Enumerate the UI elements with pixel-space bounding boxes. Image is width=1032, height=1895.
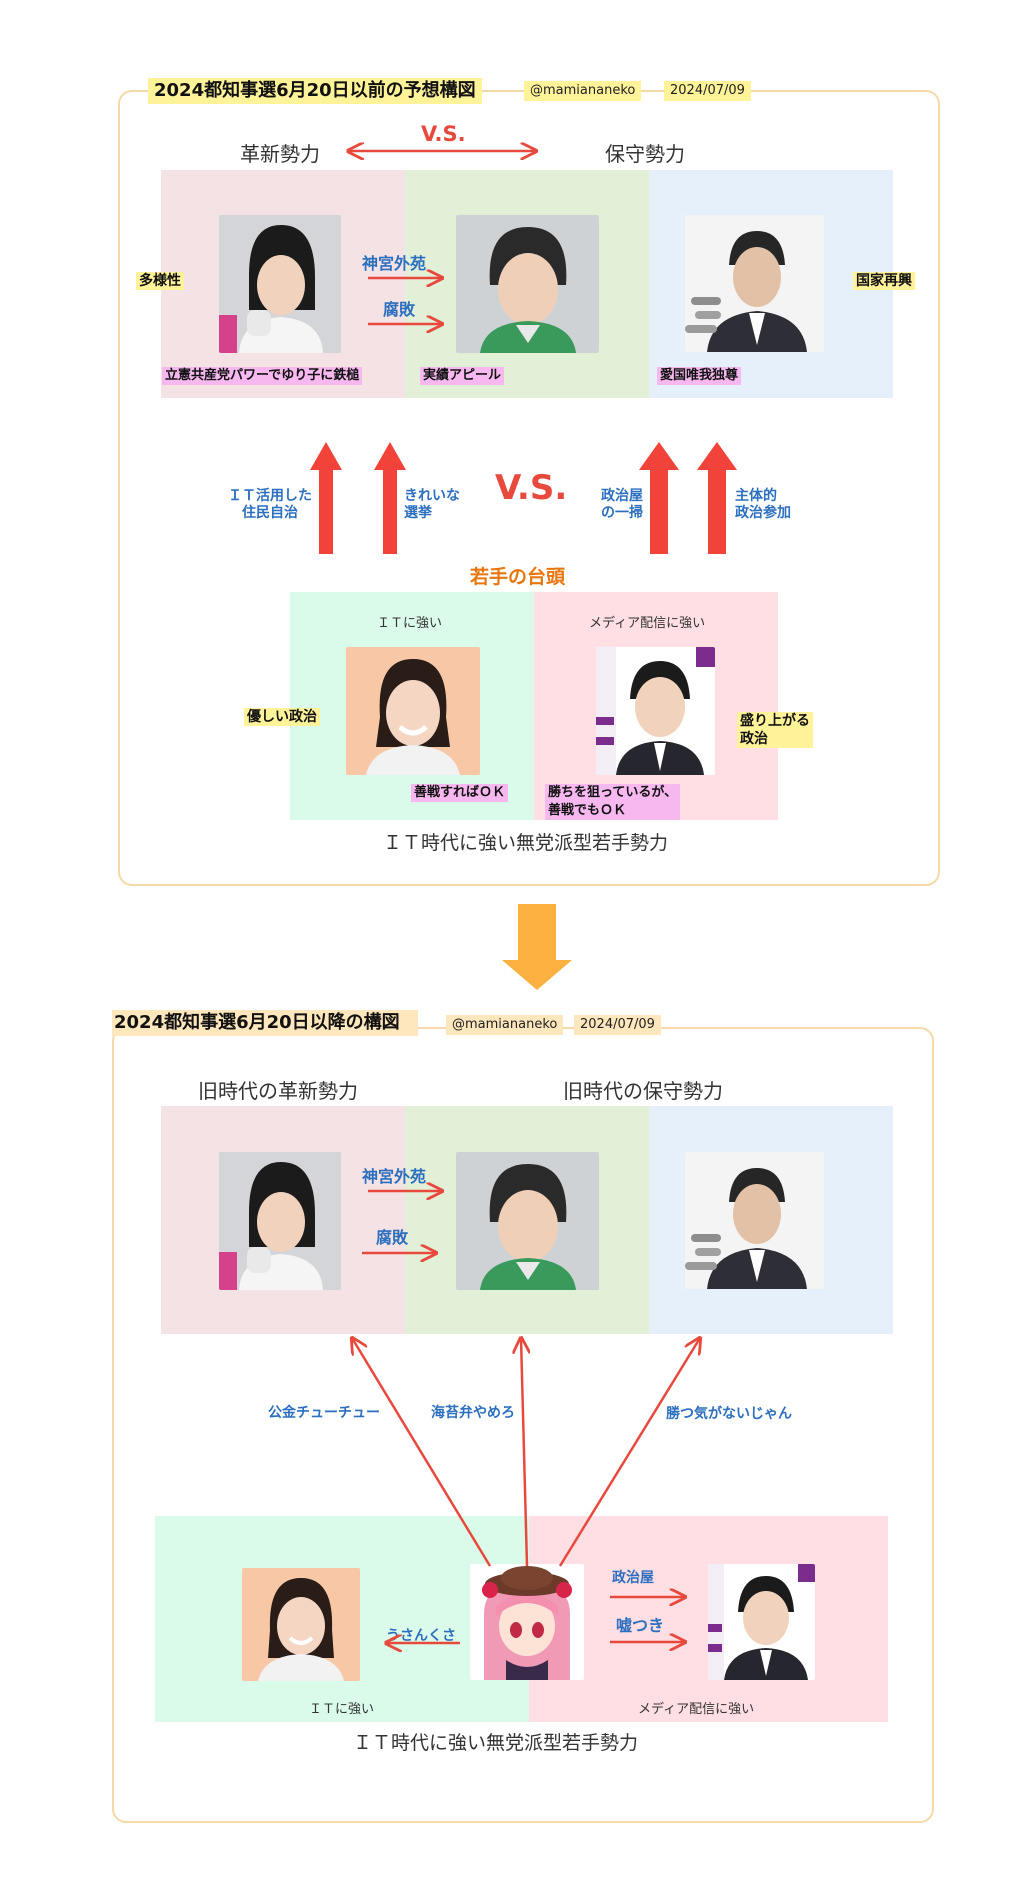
- bottom-right-header: 旧時代の保守勢力: [563, 1079, 723, 1103]
- top-title: 2024都知事選6月20日以前の予想構図: [148, 78, 482, 104]
- top-footer: ＩＴ時代に強い無党派型若手勢力: [383, 832, 669, 854]
- up-arrow-2: [374, 442, 406, 554]
- youth-caption-right: 勝ちを狙っているが、 善戦でもＯＫ: [545, 784, 681, 820]
- top-right-header: 保守勢力: [605, 142, 685, 166]
- top-up-label-2: きれいな 選挙: [404, 488, 460, 521]
- youth-caption-left: 善戦すればＯＫ: [411, 784, 509, 802]
- up-arrow-1: [310, 442, 342, 554]
- top-handle: @mamiananeko: [524, 81, 642, 101]
- attack-label-3: 勝つ気がないじゃん: [666, 1406, 792, 1422]
- youth-side-left-label: 優しい政治: [244, 708, 320, 726]
- usotsuki-label: 嘘つき: [616, 1616, 665, 1635]
- youth-title: 若手の台頭: [470, 566, 566, 588]
- top-photo-left: [219, 215, 341, 353]
- top-caption-center: 実績アピール: [420, 367, 505, 385]
- bottom-date: 2024/07/09: [574, 1015, 661, 1035]
- bottom-photo-left: [219, 1152, 341, 1290]
- up-arrow-4: [697, 442, 737, 554]
- bottom-arrow-label-fuhai: 腐敗: [376, 1228, 409, 1247]
- top-photo-right: [685, 215, 824, 352]
- youth-side-right-label: 盛り上がる 政治: [737, 712, 813, 748]
- top-up-label-4: 主体的 政治参加: [735, 488, 791, 521]
- top-side-right-label: 国家再興: [853, 272, 915, 290]
- top-side-left-label: 多様性: [136, 272, 184, 290]
- bottom-photo-right: [685, 1152, 824, 1289]
- attack-label-1: 公金チューチュー: [268, 1405, 380, 1421]
- top-it-strong-label: ＩＴに強い: [377, 616, 443, 631]
- top-vs-label: V.S.: [421, 122, 466, 146]
- attack-arrow-left: [352, 1338, 492, 1567]
- top-photo-center: [456, 215, 599, 353]
- attack-label-2: 海苔弁やめろ: [431, 1405, 515, 1421]
- top-up-label-3: 政治屋 の一掃: [601, 488, 643, 521]
- top-up-label-1: ＩＴ活用した 住民自治: [228, 488, 312, 521]
- top-media-strong-label: メディア配信に強い: [589, 616, 706, 631]
- bottom-photo-youth-it: [242, 1568, 360, 1681]
- top-left-header: 革新勢力: [240, 142, 320, 166]
- bottom-arrow-label-jingu: 神宮外苑: [362, 1167, 427, 1186]
- attack-arrow-center: [521, 1338, 527, 1567]
- top-photo-youth-media: [596, 647, 715, 775]
- top-caption-right: 愛国唯我独尊: [657, 367, 742, 385]
- top-arrow-label-fuhai: 腐敗: [383, 300, 416, 319]
- up-arrow-3: [639, 442, 679, 554]
- bottom-it-strong-label: ＩＴに強い: [309, 1702, 375, 1717]
- bottom-footer: ＩＴ時代に強い無党派型若手勢力: [353, 1732, 639, 1754]
- top-photo-youth-it: [346, 647, 480, 775]
- bottom-photo-youth-media: [708, 1564, 815, 1680]
- seijiya-label: 政治屋: [612, 1570, 654, 1586]
- bottom-title: 2024都知事選6月20日以降の構図: [112, 1010, 418, 1036]
- bottom-photo-center: [456, 1152, 599, 1290]
- top-date: 2024/07/09: [664, 81, 751, 101]
- bottom-media-strong-label: メディア配信に強い: [638, 1702, 755, 1717]
- bottom-handle: @mamiananeko: [446, 1015, 564, 1035]
- usankusa-label: うさんくさ: [386, 1628, 456, 1644]
- vtuber-avatar: [470, 1564, 584, 1680]
- middle-vs-label: V.S.: [495, 468, 568, 508]
- bottom-left-header: 旧時代の革新勢力: [198, 1079, 358, 1103]
- top-caption-left: 立憲共産党パワーでゆり子に鉄槌: [162, 367, 363, 385]
- attack-arrow-right: [558, 1338, 700, 1567]
- transition-down-arrow: [502, 904, 572, 990]
- top-arrow-label-jingu: 神宮外苑: [362, 254, 427, 273]
